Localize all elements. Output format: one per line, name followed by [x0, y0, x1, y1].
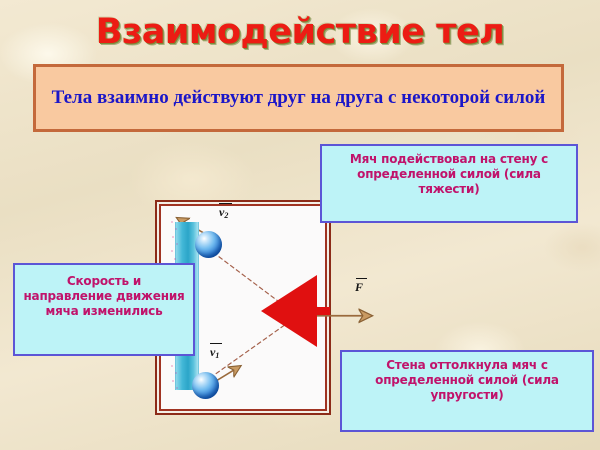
vector-bar-icon [356, 278, 367, 279]
ball-before-bounce [192, 372, 219, 399]
vector-bar-icon [219, 203, 232, 204]
ball-at-wall [289, 296, 318, 325]
label-velocity-after: v2 [219, 203, 232, 220]
subtitle-text: Тела взаимно действуют друг на друга с н… [51, 87, 546, 108]
label-force: F [355, 278, 367, 295]
subtitle-banner: Тела взаимно действуют друг на друга с н… [33, 64, 564, 132]
callout-wall-force-on-ball: Стена оттолкнула мяч с определенной сило… [340, 350, 594, 432]
callout-ball-force-on-wall: Мяч подействовал на стену с определенной… [320, 144, 578, 223]
callout-text: Стена оттолкнула мяч с определенной сило… [375, 358, 559, 402]
callout-velocity-changed: Скорость и направление движения мяча изм… [13, 263, 195, 356]
label-velocity-before: v1 [210, 343, 222, 360]
callout-text: Скорость и направление движения мяча изм… [23, 274, 185, 318]
ball-after-bounce [195, 231, 222, 258]
vector-bar-icon [210, 343, 222, 344]
outgoing-trajectory [203, 245, 299, 317]
page-title: Взаимодействие тел [95, 12, 505, 52]
callout-text: Мяч подействовал на стену с определенной… [349, 152, 549, 196]
